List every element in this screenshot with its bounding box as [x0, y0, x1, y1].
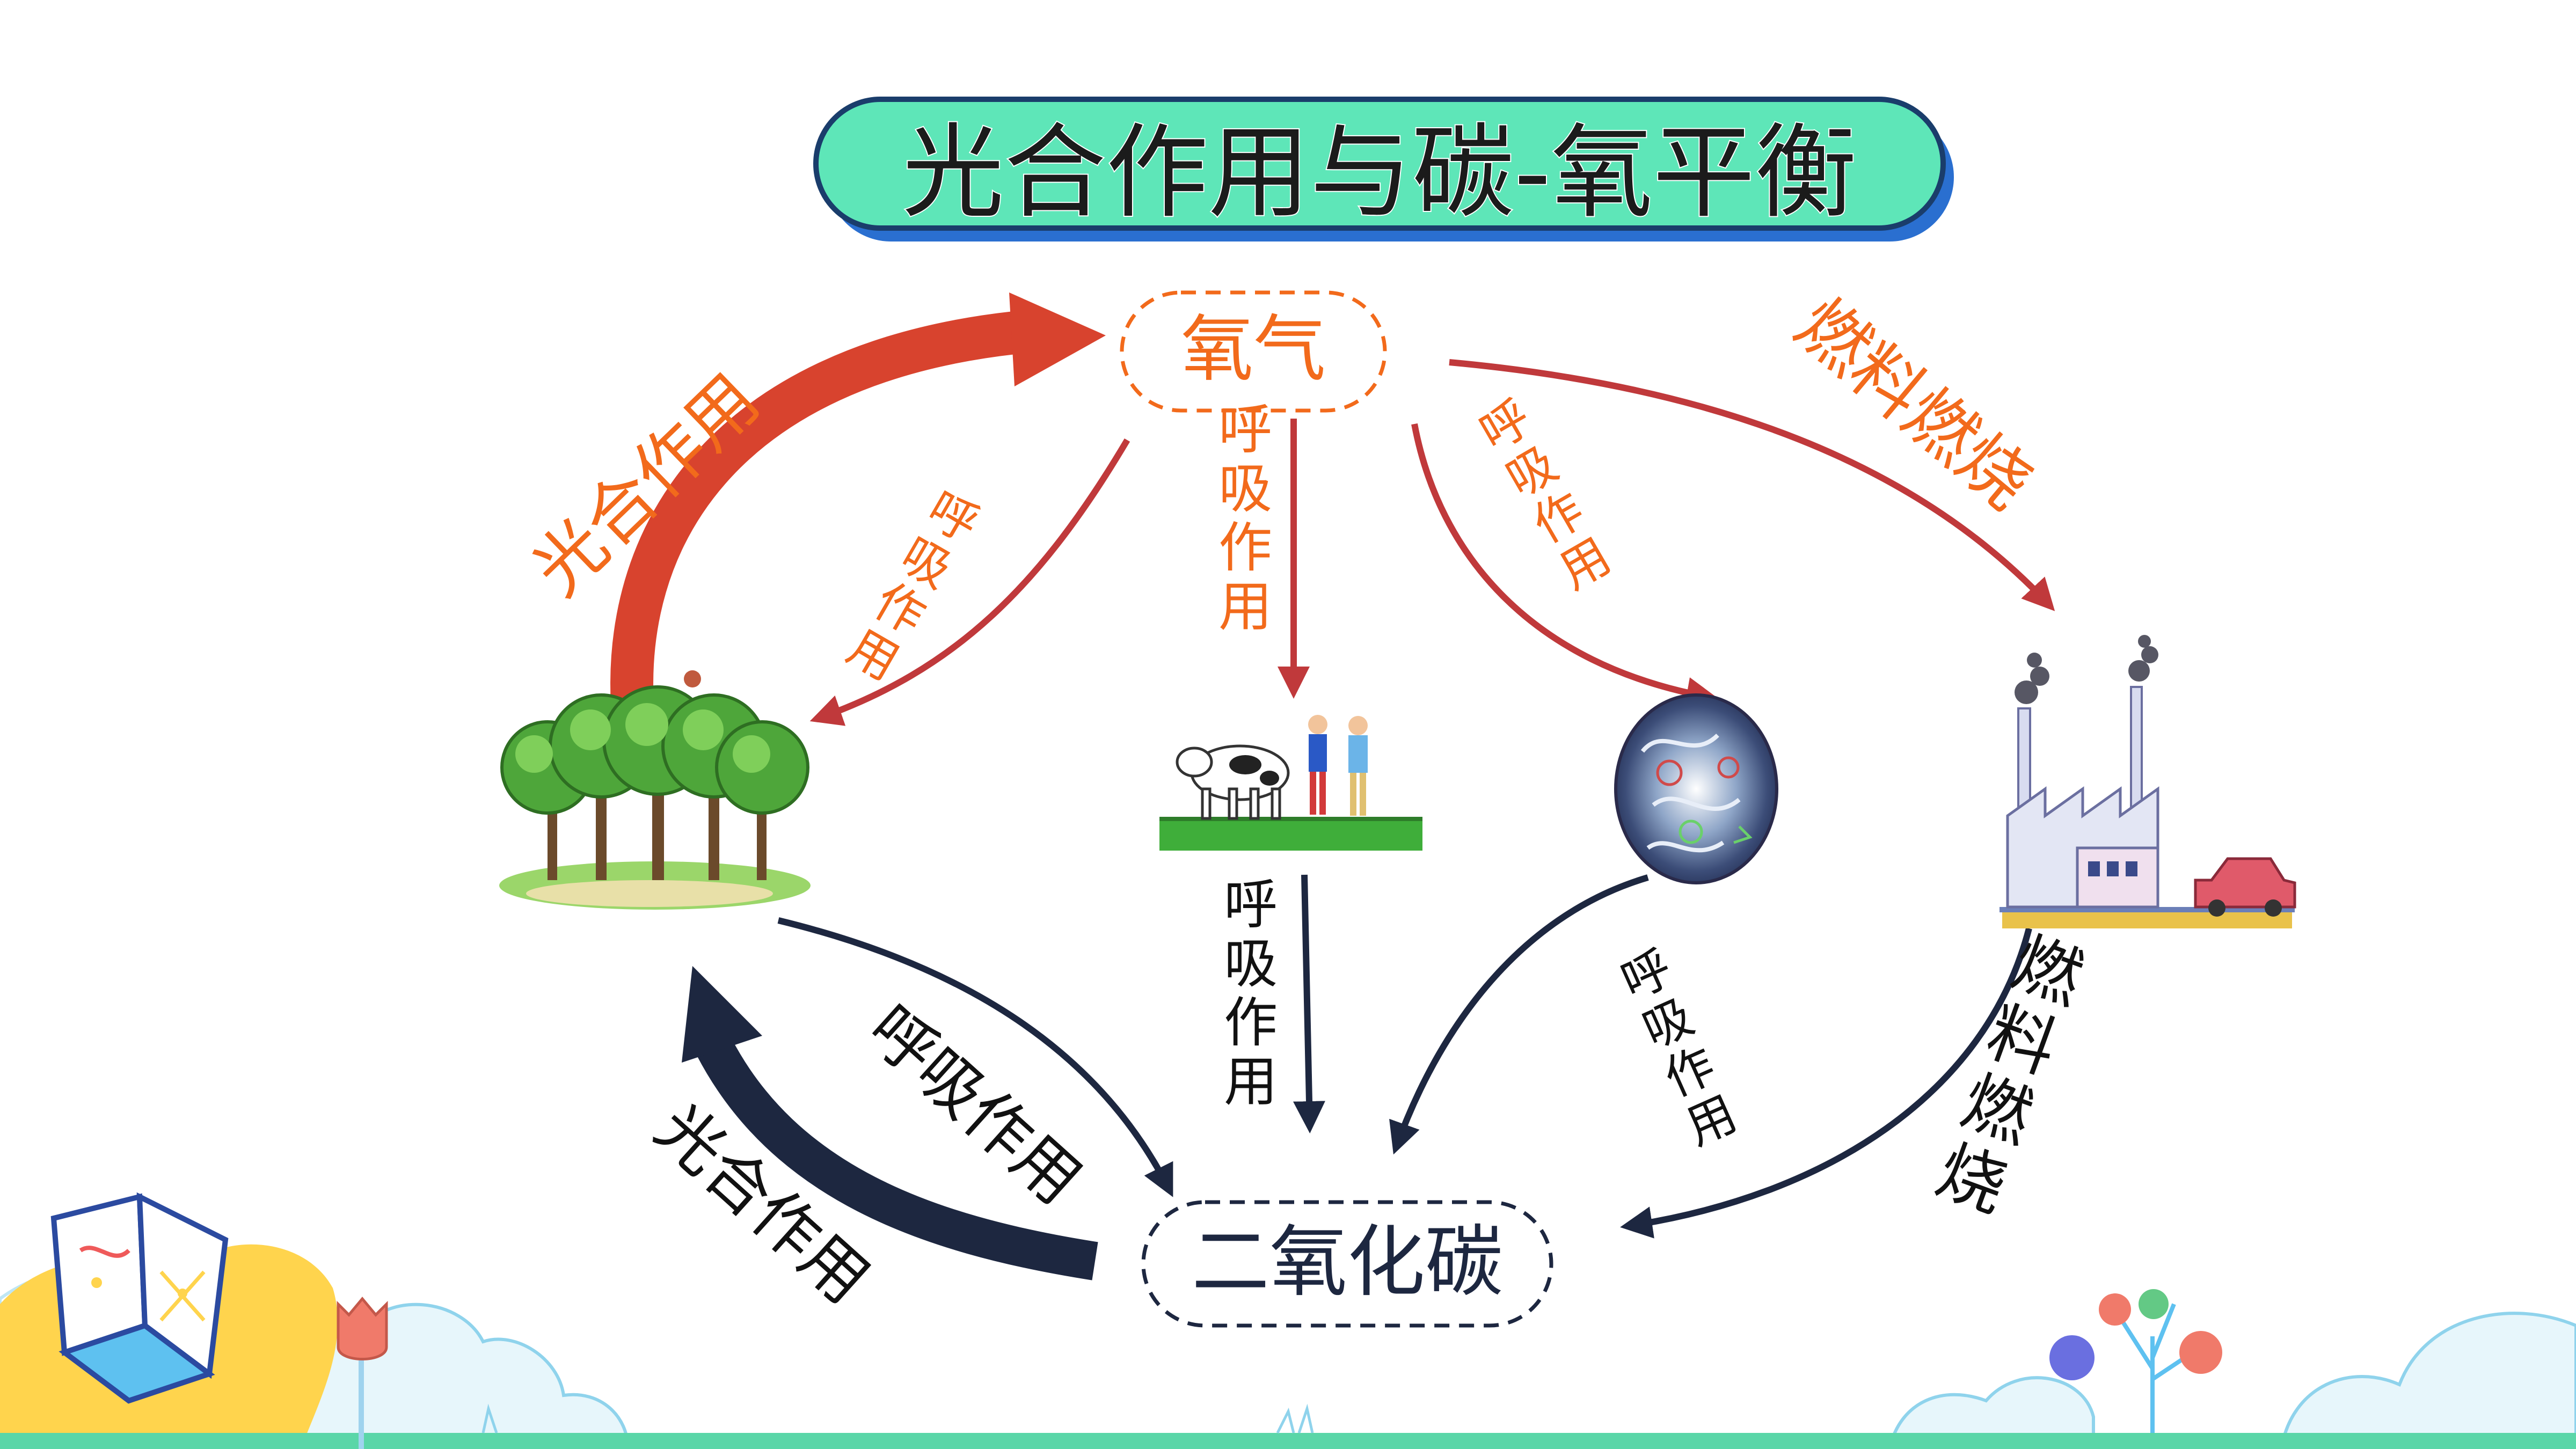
svg-text:呼吸作用: 呼吸作用 [1613, 940, 1745, 1157]
trees-to-co2-arrow [777, 917, 1173, 1197]
label-resp-mid-orange: 呼吸作用 [1218, 398, 1272, 638]
o2-to-microbes-arrow [1411, 423, 1719, 709]
title-banner: 光合作用与碳-氧平衡 [813, 97, 1954, 241]
oxygen-node: 氧气 [1120, 290, 1387, 413]
flower-icon [337, 1297, 388, 1449]
o2-to-trees-arrow [809, 438, 1130, 726]
label-resp-left-orange: 呼吸作用 [838, 481, 988, 692]
svg-text:呼吸作用: 呼吸作用 [1471, 390, 1621, 601]
oxygen-label: 氧气 [1181, 307, 1326, 391]
microbes-to-co2-arrow [1389, 874, 1649, 1155]
svg-text:呼吸作用: 呼吸作用 [838, 481, 988, 692]
svg-text:呼吸作用: 呼吸作用 [1224, 873, 1278, 1113]
label-fuel-orange: 燃料燃烧 [1781, 283, 2047, 525]
open-book-icon [50, 1192, 229, 1404]
label-resp-right-orange: 呼吸作用 [1471, 390, 1621, 601]
o2-to-factory-arrow [1449, 359, 2055, 611]
page-title: 光合作用与碳-氧平衡 [902, 113, 1857, 232]
animals-to-co2-arrow [1293, 874, 1325, 1133]
bottom-band [0, 1433, 2576, 1449]
car-icon [2194, 857, 2296, 917]
person-1 [1308, 715, 1327, 815]
label-resp-mid-black: 呼吸作用 [1224, 873, 1278, 1113]
svg-text:呼吸作用: 呼吸作用 [1218, 398, 1272, 638]
microbes-illustration [1614, 693, 1778, 884]
factory-to-co2-arrow [1620, 927, 2032, 1239]
co2-label: 二氧化碳 [1192, 1217, 1503, 1308]
photosynthesis-arrow-co2 [682, 966, 1098, 1280]
photosynthesis-arrow-up [610, 292, 1106, 721]
co2-node: 二氧化碳 [1141, 1200, 1553, 1328]
cow-and-people-illustration [1159, 715, 1422, 851]
trees-illustration [499, 670, 811, 910]
label-resp-right-black: 呼吸作用 [1613, 940, 1745, 1157]
person-2 [1348, 716, 1368, 816]
balloon-tree-icon [2049, 1289, 2222, 1433]
factory-and-car-illustration [1999, 635, 2296, 928]
